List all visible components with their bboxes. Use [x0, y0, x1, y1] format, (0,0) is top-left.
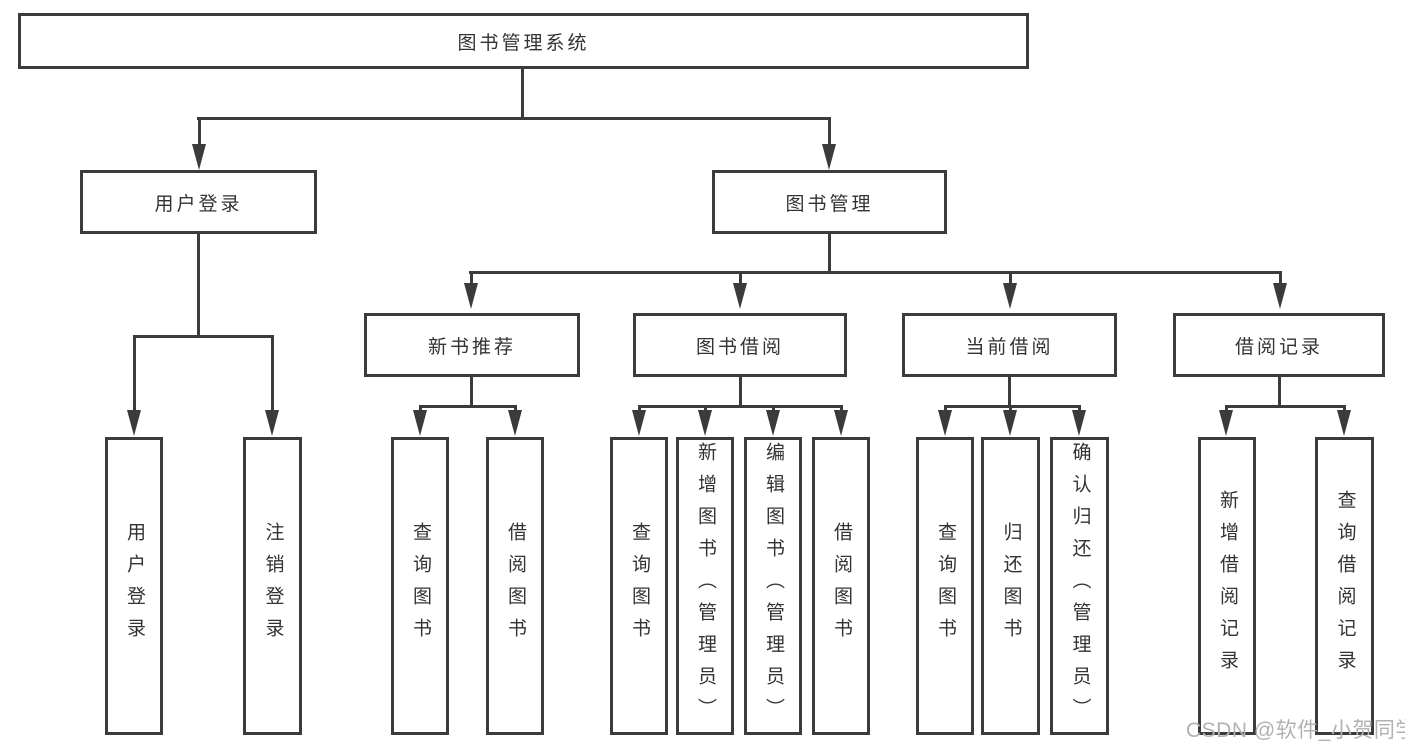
arrow-to-current-borrow: [1003, 271, 1017, 309]
connector-new-book-rec-rail: [419, 405, 517, 408]
arrow-to-book-borrow: [733, 271, 747, 309]
leaf-return-books: 归还图书: [981, 437, 1040, 735]
leaf-borrow-books-2: 借阅图书: [812, 437, 870, 735]
connector-current-borrow-rail: [944, 405, 1081, 408]
node-borrowing-records: 借阅记录: [1173, 313, 1385, 377]
connector-book-mgmt-rail: [469, 271, 1282, 274]
leaf-query-books-3: 查询图书: [916, 437, 974, 735]
connector-book-mgmt-stem: [828, 234, 831, 274]
arrow-to-return-books: [1003, 405, 1017, 436]
connector-book-borrow-stem: [739, 377, 742, 407]
arrow-to-borrow-books-2: [834, 405, 848, 436]
arrow-to-edit-books: [766, 405, 780, 436]
connector-current-borrow-stem: [1008, 377, 1011, 407]
connector-user-login-stem: [197, 234, 200, 337]
node-current-borrowing: 当前借阅: [902, 313, 1117, 377]
arrow-to-query-books-1: [413, 405, 427, 436]
node-new-book-recommendation: 新书推荐: [364, 313, 580, 377]
leaf-borrow-books-1: 借阅图书: [486, 437, 544, 735]
arrow-to-add-books: [698, 405, 712, 436]
arrow-to-leaf-user-login: [127, 335, 141, 436]
arrow-to-query-books-3: [938, 405, 952, 436]
arrow-to-add-borrow-record: [1219, 405, 1233, 436]
leaf-query-books-2: 查询图书: [610, 437, 668, 735]
connector-user-login-rail: [133, 335, 274, 338]
csdn-watermark: CSDN @软件_小贺同学: [1186, 719, 1405, 742]
arrow-to-confirm-return: [1072, 405, 1086, 436]
leaf-add-books-admin: 新增图书（管理员）: [676, 437, 734, 735]
arrow-to-leaf-logout: [265, 335, 279, 436]
connector-root-rail: [197, 117, 831, 120]
leaf-confirm-return-admin: 确认归还（管理员）: [1050, 437, 1109, 735]
node-book-management: 图书管理: [712, 170, 947, 234]
arrow-to-borrow-records: [1273, 271, 1287, 309]
node-user-login: 用户登录: [80, 170, 317, 234]
node-book-borrowing: 图书借阅: [633, 313, 847, 377]
connector-root-stem: [521, 69, 524, 119]
leaf-add-borrow-record: 新增借阅记录: [1198, 437, 1256, 735]
connector-borrow-records-rail: [1225, 405, 1346, 408]
arrow-to-new-book-rec: [464, 271, 478, 309]
arrow-to-borrow-books-1: [508, 405, 522, 436]
leaf-user-login: 用户登录: [105, 437, 163, 735]
arrow-to-book-management: [822, 117, 836, 170]
arrow-to-user-login: [192, 117, 206, 170]
arrow-to-query-books-2: [632, 405, 646, 436]
leaf-logout: 注销登录: [243, 437, 302, 735]
connector-borrow-records-stem: [1278, 377, 1281, 407]
leaf-query-books-1: 查询图书: [391, 437, 449, 735]
connector-book-borrow-rail: [638, 405, 843, 408]
node-library-management-system: 图书管理系统: [18, 13, 1029, 69]
leaf-query-borrow-record: 查询借阅记录: [1315, 437, 1374, 735]
connector-new-book-rec-stem: [470, 377, 473, 407]
leaf-edit-books-admin: 编辑图书（管理员）: [744, 437, 802, 735]
arrow-to-query-borrow-record: [1337, 405, 1351, 436]
